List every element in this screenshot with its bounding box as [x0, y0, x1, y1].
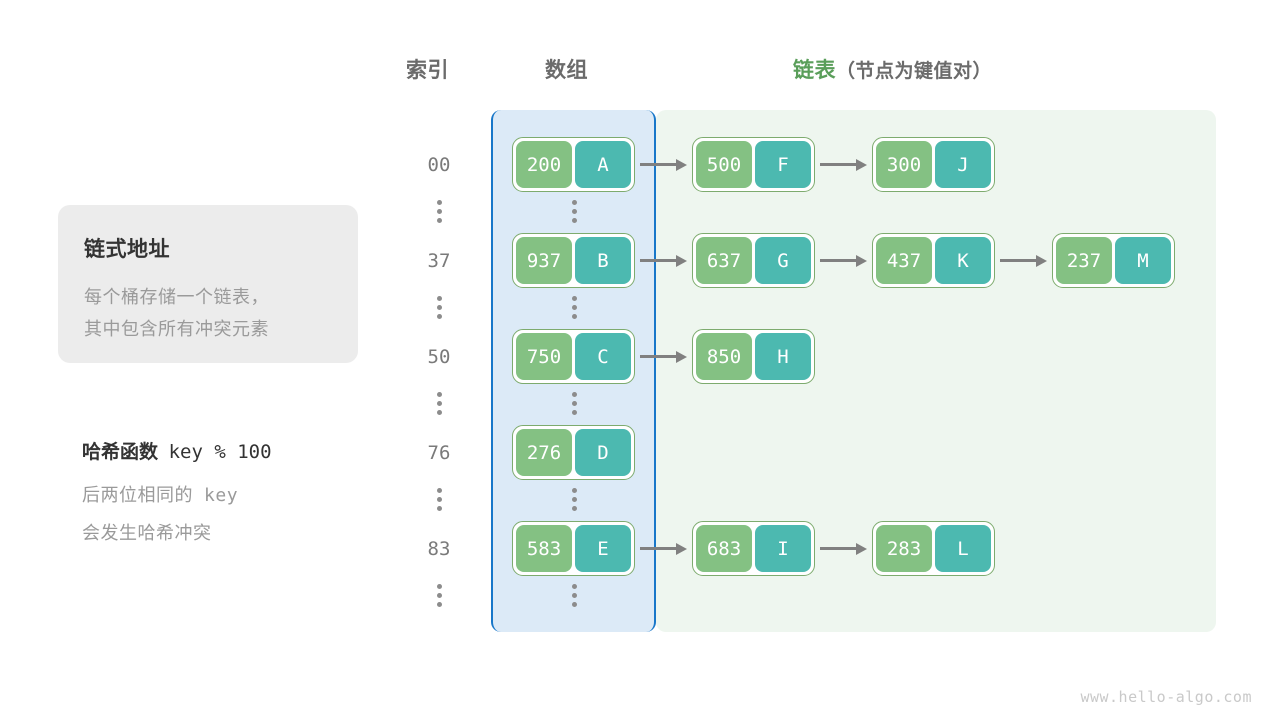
array-ellipsis-4 [571, 584, 577, 607]
array-ellipsis-3 [571, 488, 577, 511]
chain-arrow-icon [640, 350, 687, 363]
node-key: 283 [876, 525, 932, 572]
hash-note-line-1: 后两位相同的 key [82, 481, 238, 507]
chain-arrow-icon [640, 542, 687, 555]
index-label-76: 76 [427, 442, 451, 464]
index-ellipsis-1 [436, 296, 442, 319]
node-key: 237 [1056, 237, 1112, 284]
node-key: 937 [516, 237, 572, 284]
index-ellipsis-3 [436, 488, 442, 511]
node-value: M [1115, 237, 1171, 284]
chain-arrow-icon [640, 158, 687, 171]
node-key: 750 [516, 333, 572, 380]
chain-arrow-icon [820, 158, 867, 171]
index-ellipsis-4 [436, 584, 442, 607]
column-heading-linked-list: 链表（节点为键值对） [793, 54, 992, 84]
node-key: 637 [696, 237, 752, 284]
node-value: K [935, 237, 991, 284]
node-value: B [575, 237, 631, 284]
node-value: H [755, 333, 811, 380]
node-value: C [575, 333, 631, 380]
hash-note-line-1-mono: key [204, 485, 239, 506]
node-value: D [575, 429, 631, 476]
index-ellipsis-0 [436, 200, 442, 223]
index-label-50: 50 [427, 346, 451, 368]
node-key: 200 [516, 141, 572, 188]
info-card: 链式地址 每个桶存储一个链表， 其中包含所有冲突元素 [58, 205, 358, 363]
chain-arrow-icon [820, 542, 867, 555]
chain-arrow-icon [820, 254, 867, 267]
index-label-37: 37 [427, 250, 451, 272]
column-heading-linked-list-sub: （节点为键值对） [836, 61, 993, 82]
hash-function-expression: key % 100 [168, 441, 272, 463]
column-heading-linked-list-accent: 链表 [793, 59, 836, 82]
node-key: 583 [516, 525, 572, 572]
node-key: 300 [876, 141, 932, 188]
chain-arrow-icon [640, 254, 687, 267]
watermark: www.hello-algo.com [1080, 688, 1252, 706]
hash-function-label: 哈希函数 [82, 442, 159, 463]
info-card-line-1: 每个桶存储一个链表， [84, 287, 269, 307]
node-value: J [935, 141, 991, 188]
column-heading-index: 索引 [406, 59, 449, 82]
column-heading-array: 数组 [545, 59, 588, 82]
hash-note-line-2: 会发生哈希冲突 [82, 523, 212, 543]
node-value: I [755, 525, 811, 572]
chain-arrow-icon [1000, 254, 1047, 267]
hash-function-title: 哈希函数 key % 100 [82, 437, 272, 464]
index-label-83: 83 [427, 538, 451, 560]
node-value: A [575, 141, 631, 188]
node-key: 683 [696, 525, 752, 572]
node-value: F [755, 141, 811, 188]
info-card-line-2: 其中包含所有冲突元素 [84, 319, 269, 339]
node-key: 500 [696, 141, 752, 188]
node-value: L [935, 525, 991, 572]
node-key: 437 [876, 237, 932, 284]
info-card-title: 链式地址 [84, 238, 170, 261]
node-key: 850 [696, 333, 752, 380]
node-key: 276 [516, 429, 572, 476]
array-ellipsis-2 [571, 392, 577, 415]
index-label-00: 00 [427, 154, 451, 176]
array-ellipsis-0 [571, 200, 577, 223]
node-value: G [755, 237, 811, 284]
array-ellipsis-1 [571, 296, 577, 319]
hash-note-line-1-text: 后两位相同的 [82, 485, 193, 505]
node-value: E [575, 525, 631, 572]
index-ellipsis-2 [436, 392, 442, 415]
